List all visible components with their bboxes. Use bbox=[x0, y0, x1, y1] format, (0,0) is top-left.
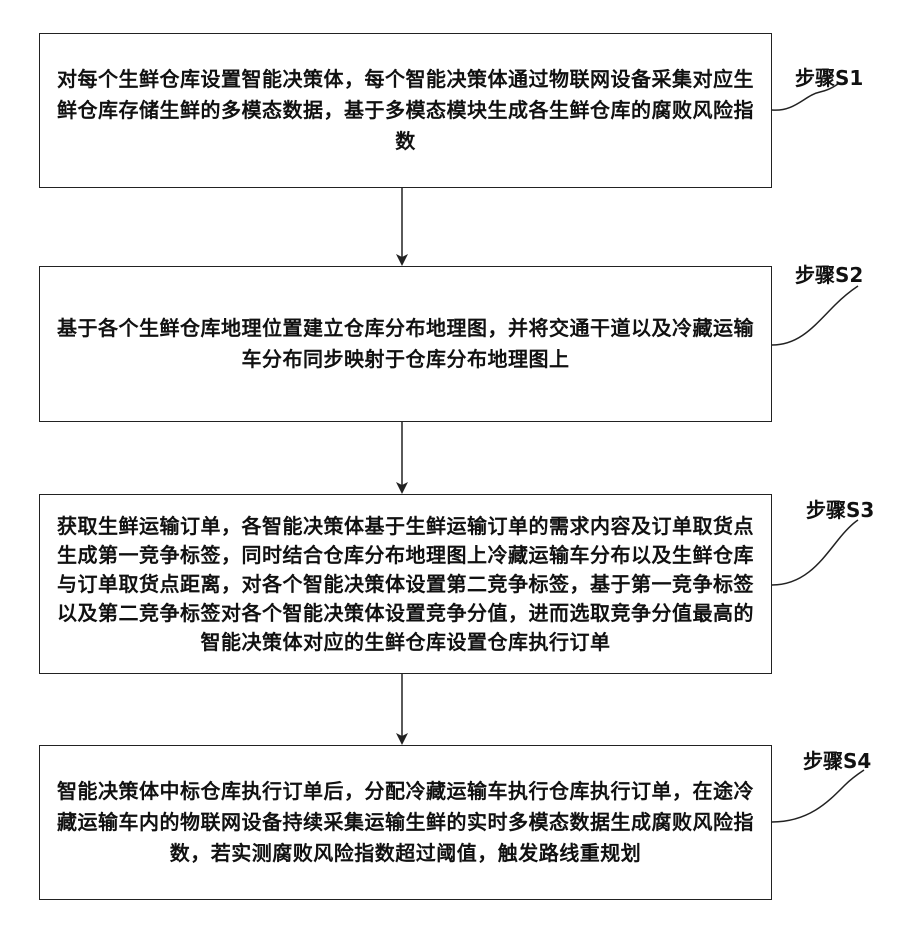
leader-s3 bbox=[772, 520, 858, 585]
leader-s2 bbox=[772, 286, 858, 345]
leader-s4 bbox=[772, 770, 864, 822]
leader-s1 bbox=[772, 84, 838, 110]
